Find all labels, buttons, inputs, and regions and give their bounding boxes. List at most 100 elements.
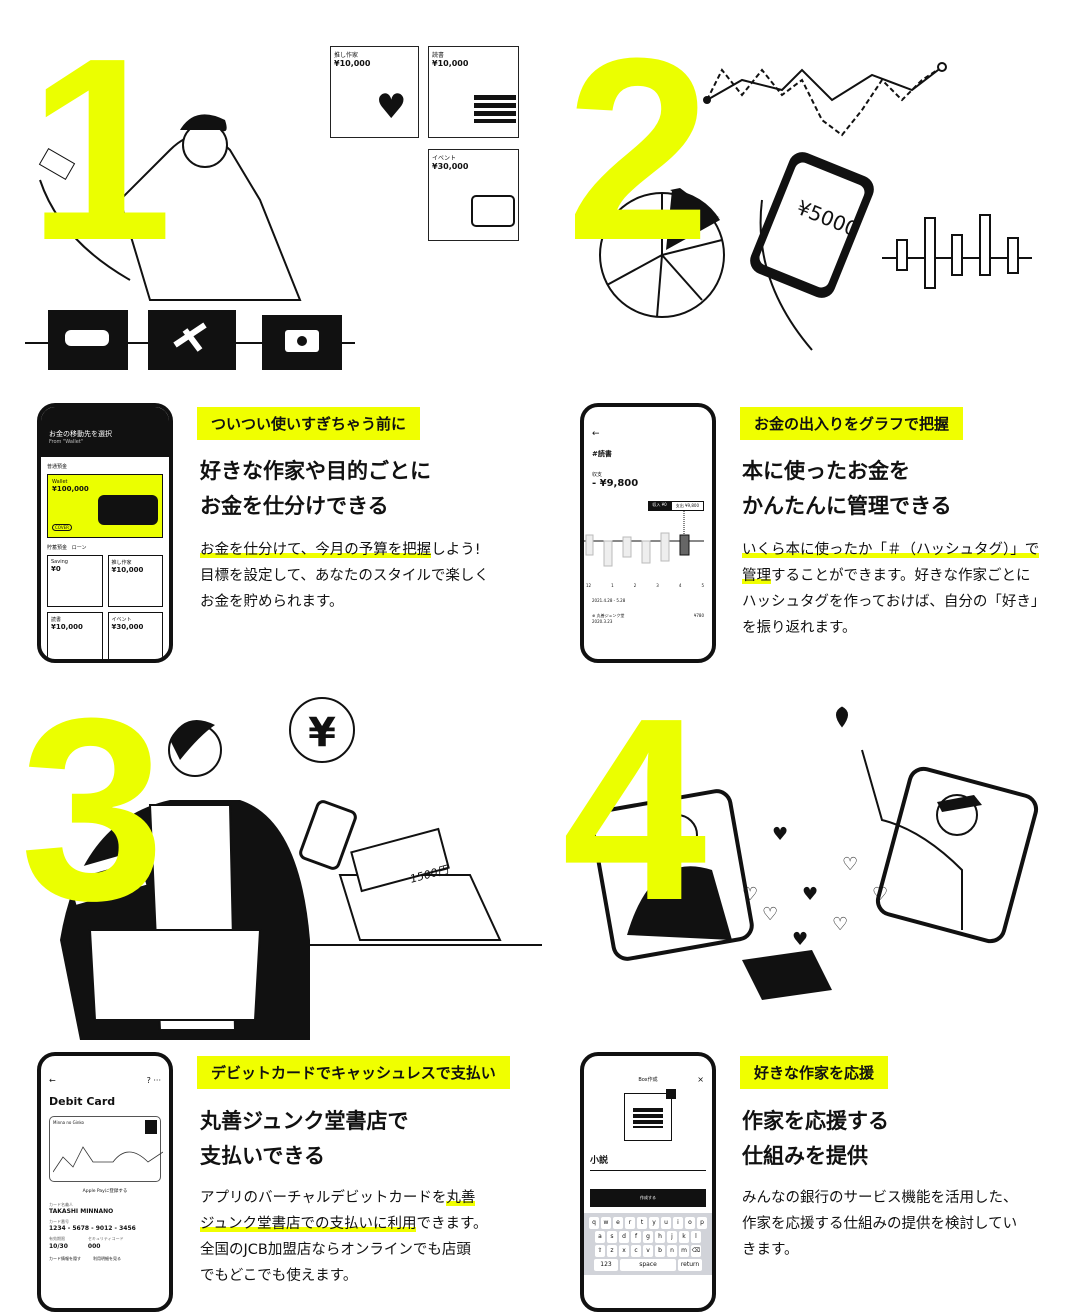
feature-headline: 本に使ったお金をかんたんに管理できる xyxy=(742,459,952,518)
phone-mockup-debit-card: ←? ··· Debit Card Minna no Ginko Apple P… xyxy=(37,1052,173,1312)
keyboard-key[interactable]: u xyxy=(661,1217,671,1229)
feature-tag: デビットカードでキャッシュレスで支払い xyxy=(197,1056,510,1089)
person-with-boxes-illustration xyxy=(25,114,355,370)
charts-and-phone-illustration: ¥5000 xyxy=(599,62,1032,351)
keyboard-key[interactable]: q xyxy=(589,1217,599,1229)
svg-text:♡: ♡ xyxy=(742,884,758,905)
svg-text:♡: ♡ xyxy=(842,854,858,875)
keyboard-key[interactable]: p xyxy=(697,1217,707,1229)
keyboard-key[interactable]: g xyxy=(643,1231,653,1243)
feature-description: いくら本に使ったか「＃（ハッシュタグ）」で 管理することができます。好きな作家ご… xyxy=(742,542,1046,636)
keyboard-key[interactable]: return xyxy=(678,1259,702,1271)
keyboard-key[interactable]: b xyxy=(655,1245,665,1257)
keyboard-key[interactable]: a xyxy=(595,1231,605,1243)
hide-card-info-button[interactable]: カード情報を隠す xyxy=(49,1256,81,1261)
keyboard-key[interactable]: x xyxy=(619,1245,629,1257)
keyboard-key[interactable]: y xyxy=(649,1217,659,1229)
close-button[interactable]: × xyxy=(697,1075,704,1084)
keyboard-key[interactable]: l xyxy=(691,1231,701,1243)
tab-loan[interactable]: ローン xyxy=(71,545,87,551)
section-number: 4 xyxy=(562,665,707,955)
illustration-supporting-authors: ♥♥♡♡♡♥♡♡ 4 xyxy=(542,680,1084,1080)
box-item[interactable]: 推し作家¥10,000 xyxy=(107,555,163,607)
budget-box-card: 推し作家¥10,000♥ xyxy=(330,46,419,138)
keyboard-key[interactable]: s xyxy=(607,1231,617,1243)
svg-text:♥: ♥ xyxy=(792,929,808,950)
box-item[interactable]: イベント¥30,000 xyxy=(107,612,163,659)
keyboard-key[interactable]: space xyxy=(620,1259,676,1271)
budget-box-card: 読書¥10,000 xyxy=(428,46,519,138)
box-image-picker[interactable] xyxy=(624,1089,676,1141)
keyboard-key[interactable]: ⌫ xyxy=(691,1245,701,1257)
keyboard-key[interactable]: i xyxy=(673,1217,683,1229)
keyboard-key[interactable]: f xyxy=(631,1231,641,1243)
feature-section-3: ¥ 1500円 3 ←? ··· Debit Card Minna no Gin… xyxy=(0,650,542,1312)
books-icon xyxy=(633,1108,663,1128)
keyboard-key[interactable]: e xyxy=(613,1217,623,1229)
feature-tag: ついつい使いすぎちゃう前に xyxy=(197,407,421,440)
keyboard-key[interactable]: r xyxy=(625,1217,635,1229)
feature-section-1: 1 推し作家¥10,000♥ 読書¥10,000 イベント¥30,000 お金の… xyxy=(0,0,542,663)
help-and-more-icons[interactable]: ? ··· xyxy=(146,1076,161,1085)
svg-text:♡: ♡ xyxy=(872,884,888,905)
view-statement-button[interactable]: 利用明細を見る xyxy=(93,1256,121,1261)
keyboard-key[interactable]: ⇧ xyxy=(595,1245,605,1257)
feature-description: お金を仕分けて、今月の予算を把握しよう! 目標を設定して、あなたのスタイルで楽し… xyxy=(200,542,489,610)
keyboard-key[interactable]: o xyxy=(685,1217,695,1229)
feature-description: アプリのバーチャルデビットカードを丸善 ジュンク堂書店での支払いに利用できます。… xyxy=(200,1190,488,1284)
svg-text:♡: ♡ xyxy=(832,914,848,935)
keyboard-key[interactable]: h xyxy=(655,1231,665,1243)
keyboard-key[interactable]: w xyxy=(601,1217,611,1229)
section-number: 2 xyxy=(566,5,711,295)
keyboard-key[interactable]: t xyxy=(637,1217,647,1229)
keyboard-key[interactable]: n xyxy=(667,1245,677,1257)
illustration-sorting-money: 1 推し作家¥10,000♥ 読書¥10,000 イベント¥30,000 xyxy=(0,0,542,390)
feature-description: みんなの銀行のサービス機能を活用した、作家を応援する仕組みの提供を検討していきま… xyxy=(742,1190,1018,1258)
box-item[interactable]: Saving¥0 xyxy=(47,555,103,607)
keyboard-key[interactable]: 123 xyxy=(594,1259,618,1271)
bar-graph xyxy=(584,511,704,567)
keyboard-key[interactable]: j xyxy=(667,1231,677,1243)
svg-text:♥: ♥ xyxy=(772,824,788,845)
illustration-cashless-payment: ¥ 1500円 3 xyxy=(0,680,542,1080)
apple-pay-link[interactable]: Apple Payに登録する xyxy=(82,1189,128,1194)
person-paying-illustration: ¥ 1500円 xyxy=(60,697,542,1040)
box-item[interactable]: 読書¥10,000 xyxy=(47,612,103,659)
keyboard-key[interactable]: z xyxy=(607,1245,617,1257)
feature-headline: 丸善ジュンク堂書店で支払いできる xyxy=(200,1109,409,1168)
feature-headline: 作家を応援する仕組みを提供 xyxy=(742,1109,889,1168)
section-number: 1 xyxy=(28,5,173,295)
budget-box-card: イベント¥30,000 xyxy=(428,149,519,241)
keyboard-key[interactable]: k xyxy=(679,1231,689,1243)
keyboard-key[interactable]: d xyxy=(619,1231,629,1243)
create-button[interactable]: 作成する xyxy=(590,1189,706,1207)
keyboard-key[interactable]: v xyxy=(643,1245,653,1257)
box-name-input[interactable]: 小説 xyxy=(590,1153,706,1171)
keyboard-key[interactable]: c xyxy=(631,1245,641,1257)
keyboard-key[interactable]: m xyxy=(679,1245,689,1257)
feature-tag: お金の出入りをグラフで把握 xyxy=(740,407,964,440)
svg-text:♡: ♡ xyxy=(762,904,778,925)
fans-and-author-illustration: ♥♥♡♡♡♥♡♡ xyxy=(590,706,1039,1000)
yen-speech-bubble: ¥ xyxy=(308,710,336,756)
edit-icon[interactable] xyxy=(666,1089,676,1099)
feature-headline: 好きな作家や目的ごとにお金を仕分けできる xyxy=(200,459,431,518)
tab-savings[interactable]: 貯蓄預金 xyxy=(47,545,68,551)
svg-text:♥: ♥ xyxy=(802,884,818,905)
back-button[interactable]: ← xyxy=(592,429,600,439)
debit-card-image[interactable]: Minna no Ginko xyxy=(49,1116,163,1182)
feature-tag: 好きな作家を応援 xyxy=(740,1056,889,1089)
back-button[interactable]: ← xyxy=(49,1076,56,1085)
illustration-graphs: 2 ¥5000 xyxy=(542,0,1084,390)
